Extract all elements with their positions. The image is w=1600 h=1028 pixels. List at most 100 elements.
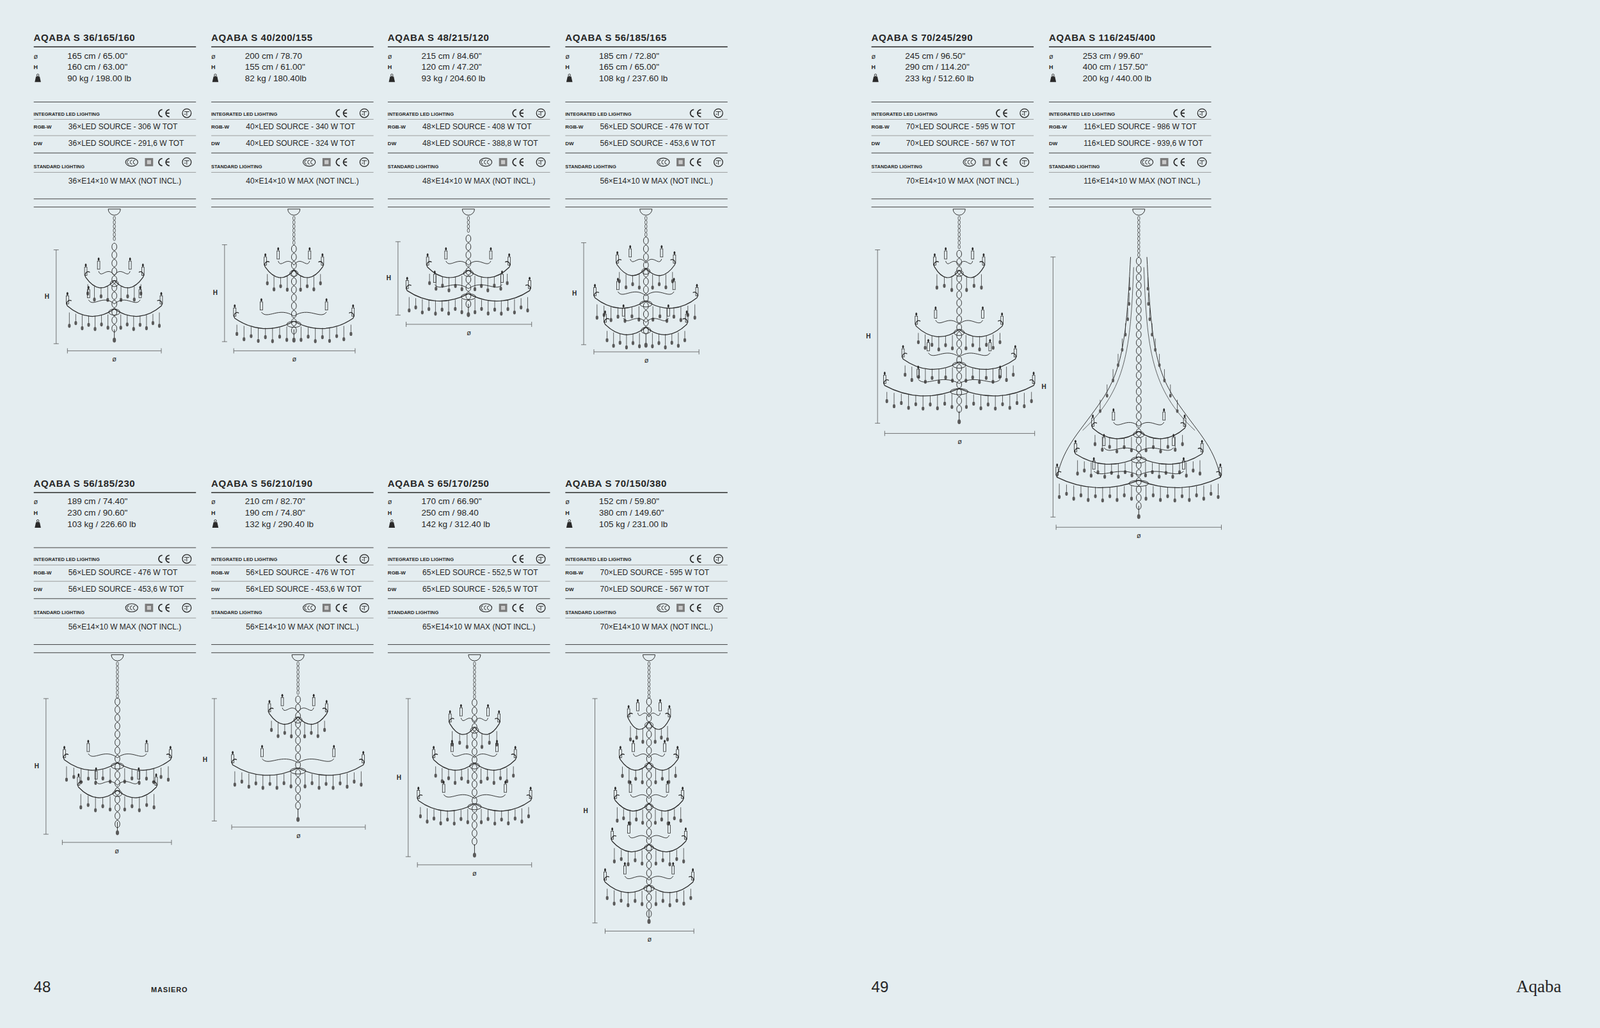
crystal-drop — [1126, 317, 1129, 322]
crystal-string — [487, 810, 489, 818]
certification-mark-detail — [147, 606, 152, 610]
crystal-drop — [359, 782, 363, 787]
dimension-tick — [1050, 517, 1056, 518]
candle-flame — [616, 277, 619, 281]
candle — [971, 250, 975, 260]
product-code: AQABA S 65/170/250 — [387, 478, 490, 489]
section-heading: INTEGRATED LED LIGHTING — [871, 111, 938, 118]
candle-flame — [529, 787, 532, 791]
ce-mark — [690, 158, 702, 166]
etl-mark-detail — [184, 160, 190, 165]
height-value: 250 cm / 98.40 — [421, 508, 479, 519]
certification-mark-detail — [501, 160, 505, 164]
chandelier-scroll — [624, 876, 649, 880]
led-spec: 48×LED SOURCE - 388,8 W TOT — [422, 139, 539, 149]
crystal-string — [966, 277, 968, 289]
crystal-drop — [1093, 494, 1097, 498]
crystal-drop — [480, 820, 483, 825]
crystal-drop — [465, 744, 469, 749]
crystal-string — [1192, 461, 1194, 469]
candle — [97, 261, 100, 270]
crystal-drop — [249, 334, 253, 338]
table-rule — [387, 644, 550, 646]
chandelier-scroll — [114, 300, 141, 304]
table-rule — [565, 652, 728, 654]
dimension-tick — [395, 314, 401, 316]
section-heading: INTEGRATED LED LIGHTING — [387, 557, 454, 564]
candle — [901, 348, 905, 358]
chain-link — [647, 674, 651, 679]
candle-flame — [1112, 408, 1115, 412]
crystal-string — [487, 277, 489, 289]
etl-mark — [714, 158, 724, 168]
crystal-bowl — [1128, 480, 1149, 488]
crystal-string — [283, 774, 285, 782]
crystal-string — [459, 734, 461, 742]
chandelier-arm — [959, 380, 1035, 397]
crystal-drop — [458, 741, 461, 745]
etl-mark — [714, 554, 724, 564]
dimension-tick — [1034, 431, 1035, 437]
crystal-string — [269, 775, 271, 783]
crystal-drop — [658, 314, 662, 319]
crystal-drop — [278, 334, 281, 339]
crystal-drop — [625, 345, 628, 350]
dimension-label: ø — [1136, 531, 1142, 541]
candle-flame — [332, 744, 335, 749]
crystal-drop — [1195, 493, 1199, 498]
height-symbol: H — [33, 64, 39, 71]
crystal-drop — [899, 401, 903, 406]
ce-mark — [336, 604, 347, 612]
candle — [915, 316, 918, 325]
crystal-drop — [349, 332, 352, 336]
crystal-string — [87, 796, 89, 804]
candle — [1074, 443, 1078, 452]
diameter-dimension-line — [417, 864, 532, 866]
crystal-drop — [319, 281, 322, 286]
crystal-string — [102, 769, 104, 777]
chain-link — [293, 232, 296, 237]
weight-icon — [566, 76, 573, 83]
candle — [1056, 467, 1059, 476]
lamp-spec: 56×E14×10 W MAX (NOT INCL.) — [600, 177, 714, 187]
candle — [616, 255, 619, 264]
crystal-string — [321, 328, 323, 336]
chain-link — [645, 232, 648, 237]
crystal-string — [658, 334, 660, 342]
diameter-symbol: ø — [211, 51, 216, 61]
chandelier-scroll — [935, 320, 960, 325]
certification-mark — [499, 604, 508, 613]
crystal-string — [625, 273, 627, 286]
table-rule — [565, 492, 728, 493]
chain-link — [645, 216, 648, 221]
column-bead — [1136, 494, 1142, 502]
candle-flame — [983, 253, 985, 257]
crystal-drop — [1130, 496, 1133, 501]
crystal-string — [636, 728, 637, 736]
crystal-drop — [1076, 471, 1080, 476]
crystal-drop — [282, 781, 286, 786]
candle-flame — [673, 251, 676, 255]
diameter-value: 170 cm / 66.90" — [421, 497, 482, 508]
crystal-string — [922, 395, 924, 408]
crystal-string — [262, 775, 264, 787]
weight-icon-ring — [568, 519, 571, 523]
section-heading: INTEGRATED LED LIGHTING — [565, 111, 632, 118]
crystal-string — [1176, 400, 1178, 409]
table-rule — [387, 135, 550, 137]
etl-mark-detail — [715, 557, 721, 562]
crystal-string — [1217, 483, 1219, 496]
crystal-string — [455, 299, 456, 307]
candle-flame — [496, 739, 498, 744]
etl-mark — [182, 158, 192, 168]
crystal-string — [690, 888, 692, 896]
ccc-mark — [125, 158, 138, 167]
etl-mark-detail — [361, 557, 367, 562]
table-rule — [565, 565, 728, 566]
dimension-tick — [531, 862, 532, 868]
chandelier-arm — [117, 782, 157, 799]
crystal-drop — [675, 857, 678, 862]
column-bead — [956, 348, 962, 356]
product-code: AQABA S 56/185/230 — [33, 478, 136, 489]
chandelier-scroll — [1138, 422, 1164, 427]
